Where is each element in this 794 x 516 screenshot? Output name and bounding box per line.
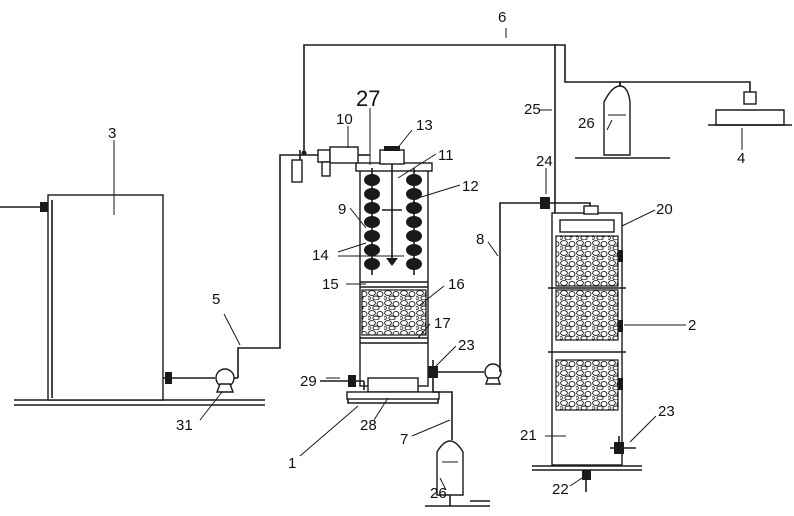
storage-tank-3 <box>0 194 164 401</box>
device-4 <box>708 91 792 126</box>
pump-31 <box>163 368 238 393</box>
label-25: 25 <box>524 101 541 118</box>
label-23-column2: 23 <box>658 403 675 420</box>
label-8: 8 <box>476 231 484 248</box>
label-15: 15 <box>322 276 339 293</box>
ejector-10 <box>291 146 370 183</box>
label-1: 1 <box>288 455 296 472</box>
pipe-6 <box>303 44 556 205</box>
stirrer-motor-13 <box>379 146 405 266</box>
label-12: 12 <box>462 178 479 195</box>
pipe-5 <box>237 154 300 378</box>
electrode-stack-left <box>364 168 380 275</box>
label-29: 29 <box>300 373 317 390</box>
label-3: 3 <box>108 125 116 142</box>
valve-24 <box>540 197 578 213</box>
label-24: 24 <box>536 153 553 170</box>
label-17: 17 <box>434 315 451 332</box>
label-20: 20 <box>656 201 673 218</box>
label-6: 6 <box>498 9 506 26</box>
label-2: 2 <box>688 317 696 334</box>
label-5: 5 <box>212 291 220 308</box>
reactor-column-2 <box>532 202 642 471</box>
label-16: 16 <box>448 276 465 293</box>
label-23-column1: 23 <box>458 337 475 354</box>
valve-23-column1 <box>428 360 502 385</box>
label-31: 31 <box>176 417 193 434</box>
valve-22 <box>582 470 591 492</box>
label-22: 22 <box>552 481 569 498</box>
leader-lines <box>113 28 743 491</box>
pipe-8 <box>499 202 540 372</box>
sump-tank-26-top <box>575 81 751 159</box>
label-14: 14 <box>312 247 329 264</box>
label-10: 10 <box>336 111 353 128</box>
label-21: 21 <box>520 427 537 444</box>
reactor-column-1 <box>346 162 440 404</box>
label-26-top: 26 <box>578 115 595 132</box>
valve-29 <box>320 375 365 390</box>
label-28: 28 <box>360 417 377 434</box>
label-4: 4 <box>737 150 745 167</box>
label-11: 11 <box>438 147 454 164</box>
label-26-bottom: 26 <box>430 485 447 502</box>
pipe-6-branch <box>555 44 621 88</box>
label-9: 9 <box>338 201 346 218</box>
label-27: 27 <box>356 86 380 111</box>
label-13: 13 <box>416 117 433 134</box>
pipe-7 <box>432 378 453 440</box>
label-7: 7 <box>400 431 408 448</box>
electrode-stack-right <box>406 168 422 275</box>
sump-tank-26-bottom <box>425 440 490 507</box>
valve-23-column2 <box>610 436 636 454</box>
